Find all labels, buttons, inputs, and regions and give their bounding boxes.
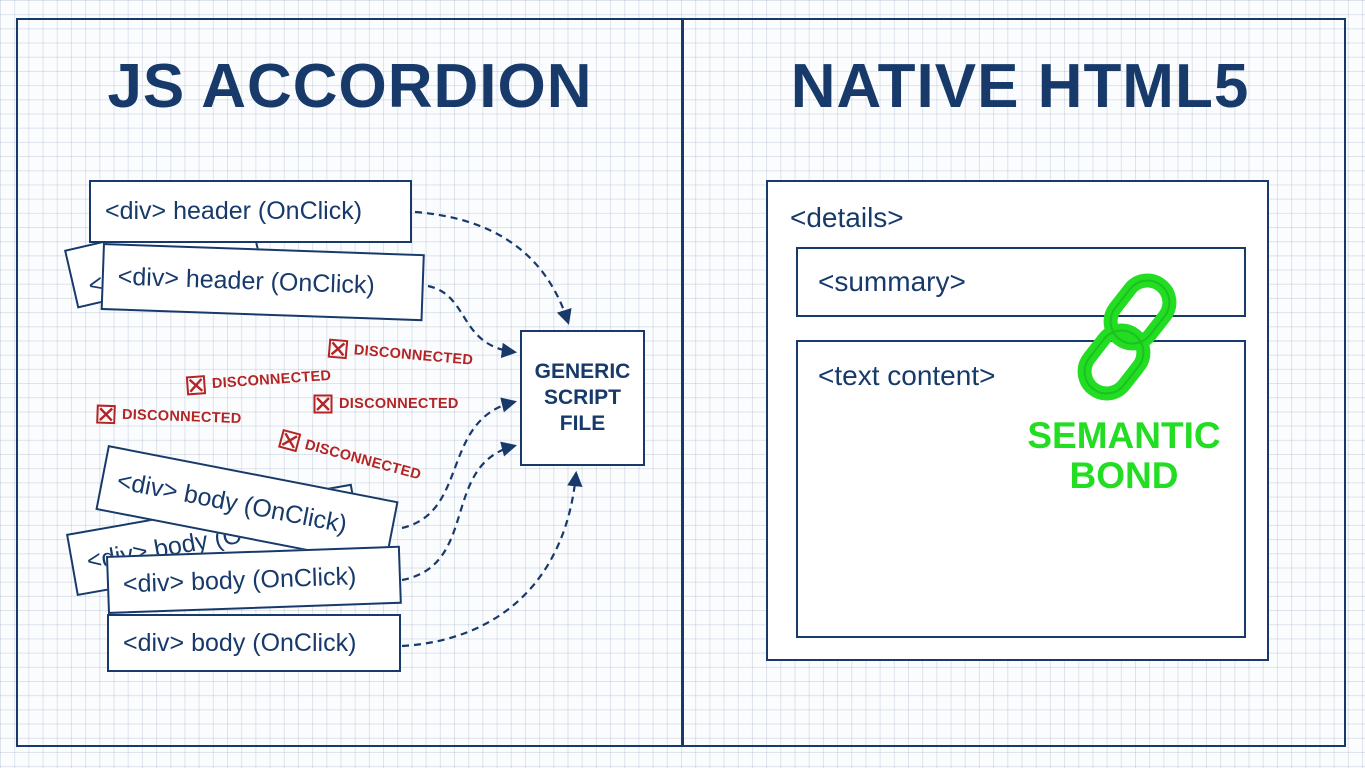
summary-label: <summary> bbox=[818, 266, 966, 297]
disconnected-label-3: DISCONNECTED bbox=[96, 404, 242, 429]
native-html5-title: NATIVE HTML5 bbox=[790, 52, 1250, 121]
disconnected-label-5: DISCONNECTED bbox=[277, 428, 423, 485]
header-div-1[interactable]: <div> header (OnClick) bbox=[89, 180, 412, 243]
body-div-4-label: <div> body (OnClick) bbox=[123, 628, 357, 657]
header-div-2-label: <div> header (OnClick) bbox=[117, 262, 376, 300]
arrow-body-3 bbox=[401, 470, 583, 648]
x-box-icon bbox=[313, 394, 333, 414]
arrow-body-2 bbox=[401, 441, 517, 582]
script-box-line-1: GENERIC bbox=[534, 360, 631, 383]
arrow-header-1 bbox=[414, 210, 572, 325]
header-div-2[interactable]: <div> header (OnClick) bbox=[100, 243, 425, 322]
x-box-icon bbox=[96, 404, 116, 425]
chain-link-icon bbox=[1077, 273, 1177, 401]
disconnected-label-4: DISCONNECTED bbox=[313, 394, 459, 414]
generic-script-file-box: GENERIC SCRIPT FILE bbox=[520, 330, 645, 466]
body-div-3-label: <div> body (OnClick) bbox=[122, 561, 357, 598]
arrow-body-1 bbox=[401, 397, 517, 530]
content-box: <text content> bbox=[796, 340, 1246, 638]
script-box-line-2: SCRIPT bbox=[543, 386, 621, 409]
js-accordion-title: JS ACCORDION bbox=[107, 52, 593, 121]
body-div-3[interactable]: <div> body (OnClick) bbox=[106, 545, 402, 614]
content-label: <text content> bbox=[818, 360, 996, 391]
header-div-1-label: <div> header (OnClick) bbox=[105, 197, 363, 225]
semantic-bond-label: SEMANTIC BOND bbox=[1027, 415, 1221, 496]
details-label: <details> bbox=[790, 202, 904, 233]
panel-divider bbox=[681, 18, 684, 747]
arrow-header-2 bbox=[427, 284, 518, 359]
x-box-icon bbox=[327, 338, 349, 360]
x-box-icon bbox=[278, 428, 302, 453]
script-box-line-3: FILE bbox=[559, 412, 606, 435]
x-box-icon bbox=[185, 375, 207, 396]
disconnected-label-1: DISCONNECTED bbox=[327, 338, 474, 371]
disconnected-label-2: DISCONNECTED bbox=[185, 366, 332, 396]
body-div-4[interactable]: <div> body (OnClick) bbox=[107, 614, 401, 672]
